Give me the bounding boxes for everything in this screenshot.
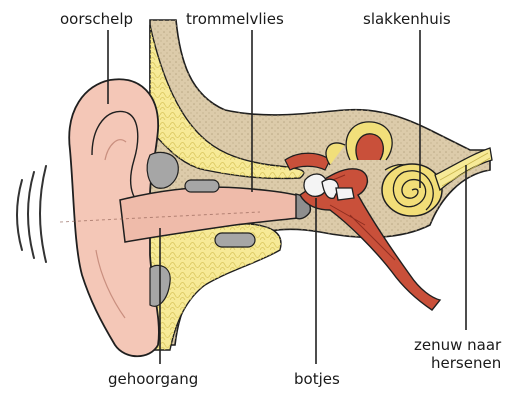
- label-botjes: botjes: [294, 370, 340, 388]
- label-zenuw-naar-hersenen: zenuw naar hersenen: [414, 336, 501, 372]
- label-zenuw-line1: zenuw naar: [414, 336, 501, 354]
- sound-waves: [17, 166, 46, 262]
- label-oorschelp: oorschelp: [60, 10, 133, 28]
- label-slakkenhuis: slakkenhuis: [363, 10, 451, 28]
- cochlea: [382, 164, 442, 216]
- label-trommelvlies: trommelvlies: [186, 10, 284, 28]
- label-gehoorgang: gehoorgang: [108, 370, 198, 388]
- label-zenuw-line2: hersenen: [414, 354, 501, 372]
